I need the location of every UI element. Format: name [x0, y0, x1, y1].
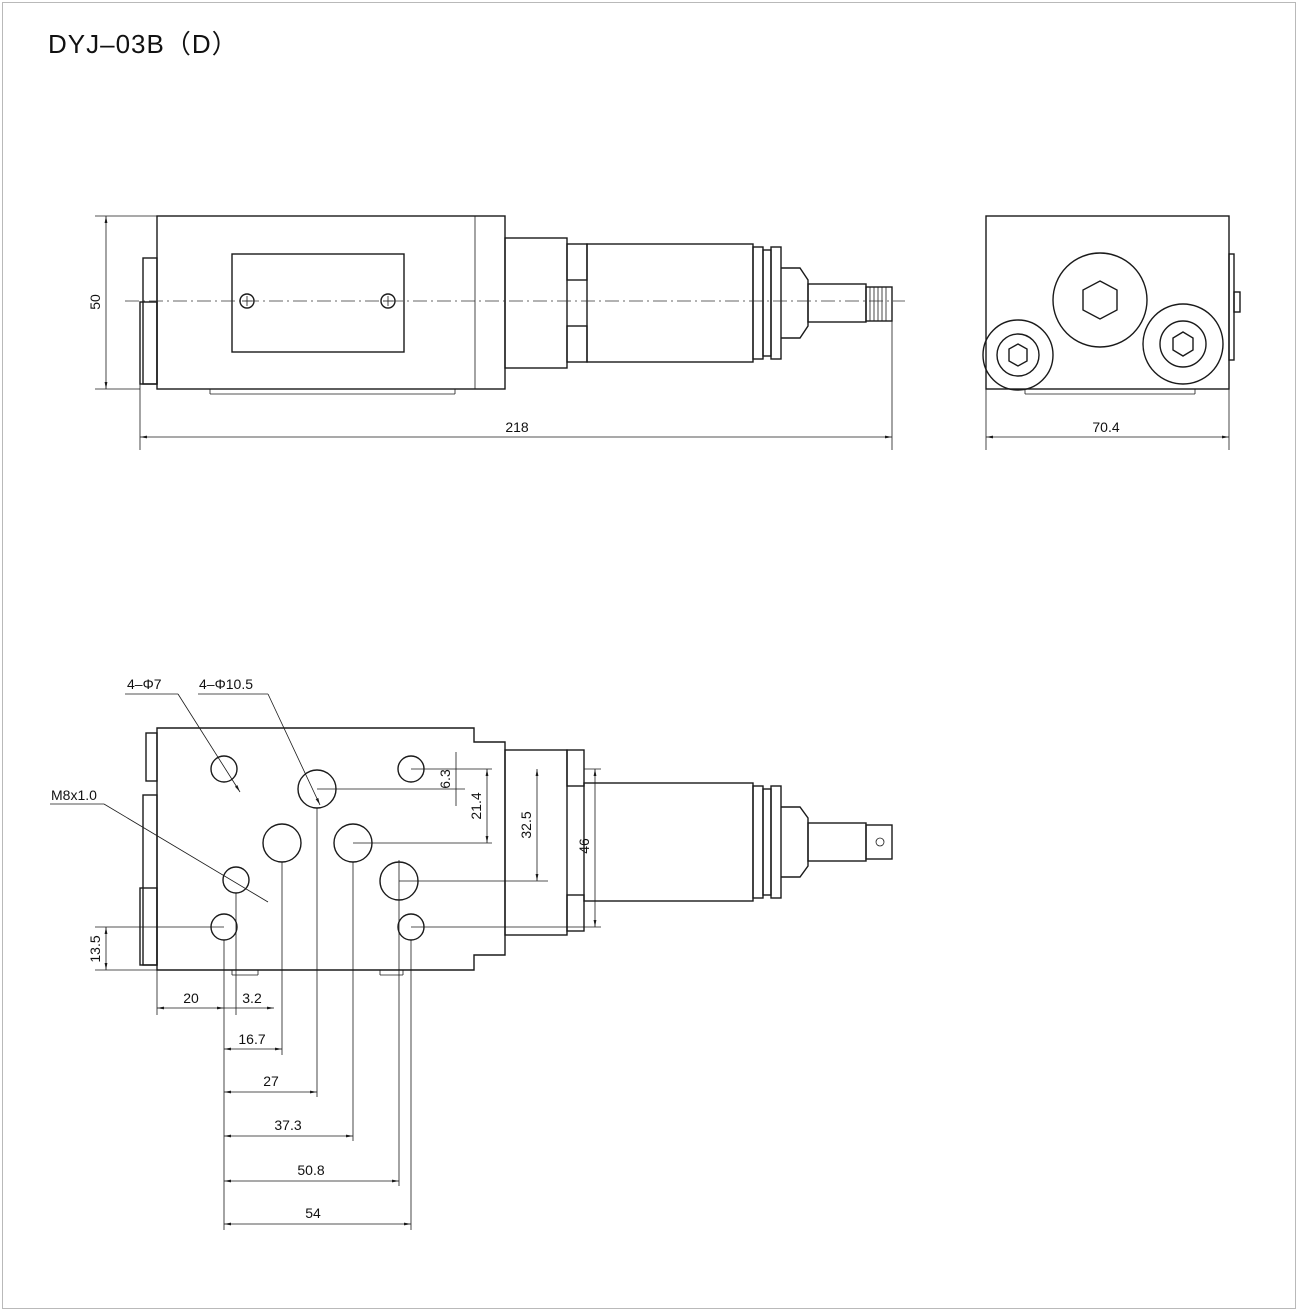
dim-v-32-5: 32.5 — [518, 811, 534, 838]
dim-height: 50 — [87, 294, 103, 310]
bottom-view: 4–Φ7 4–Φ10.5 M8x1.0 6.3 21.4 32.5 46 13.… — [50, 676, 893, 1230]
dim-length: 218 — [505, 419, 529, 435]
hex-socket-screw-icon — [1142, 303, 1224, 385]
dim-v-6-3: 6.3 — [437, 769, 453, 789]
hex-socket-screw-icon — [982, 319, 1054, 391]
hex-socket-plug-icon — [1052, 252, 1148, 348]
drawing-title: DYJ–03B（D） — [48, 29, 239, 59]
side-view: 50 218 — [87, 215, 905, 450]
dim-h-3-2: 3.2 — [242, 990, 262, 1006]
dim-width: 70.4 — [1092, 419, 1119, 435]
dim-h-50-8: 50.8 — [297, 1162, 324, 1178]
dim-h-20: 20 — [183, 990, 199, 1006]
dim-h-37-3: 37.3 — [274, 1117, 301, 1133]
end-view: 70.4 — [982, 215, 1241, 450]
dim-h-27: 27 — [263, 1073, 279, 1089]
name-plate — [231, 253, 405, 353]
label-holes-small: 4–Φ7 — [127, 676, 162, 692]
dim-v-13-5: 13.5 — [87, 935, 103, 962]
dim-v-21-4: 21.4 — [468, 792, 484, 819]
mounting-hole — [210, 755, 238, 783]
dim-h-54: 54 — [305, 1205, 321, 1221]
label-holes-large: 4–Φ10.5 — [199, 676, 253, 692]
label-thread: M8x1.0 — [51, 787, 97, 803]
thread-hole — [222, 866, 250, 894]
port-hole — [262, 823, 302, 863]
dim-h-16-7: 16.7 — [238, 1031, 265, 1047]
dim-v-46: 46 — [576, 838, 592, 854]
